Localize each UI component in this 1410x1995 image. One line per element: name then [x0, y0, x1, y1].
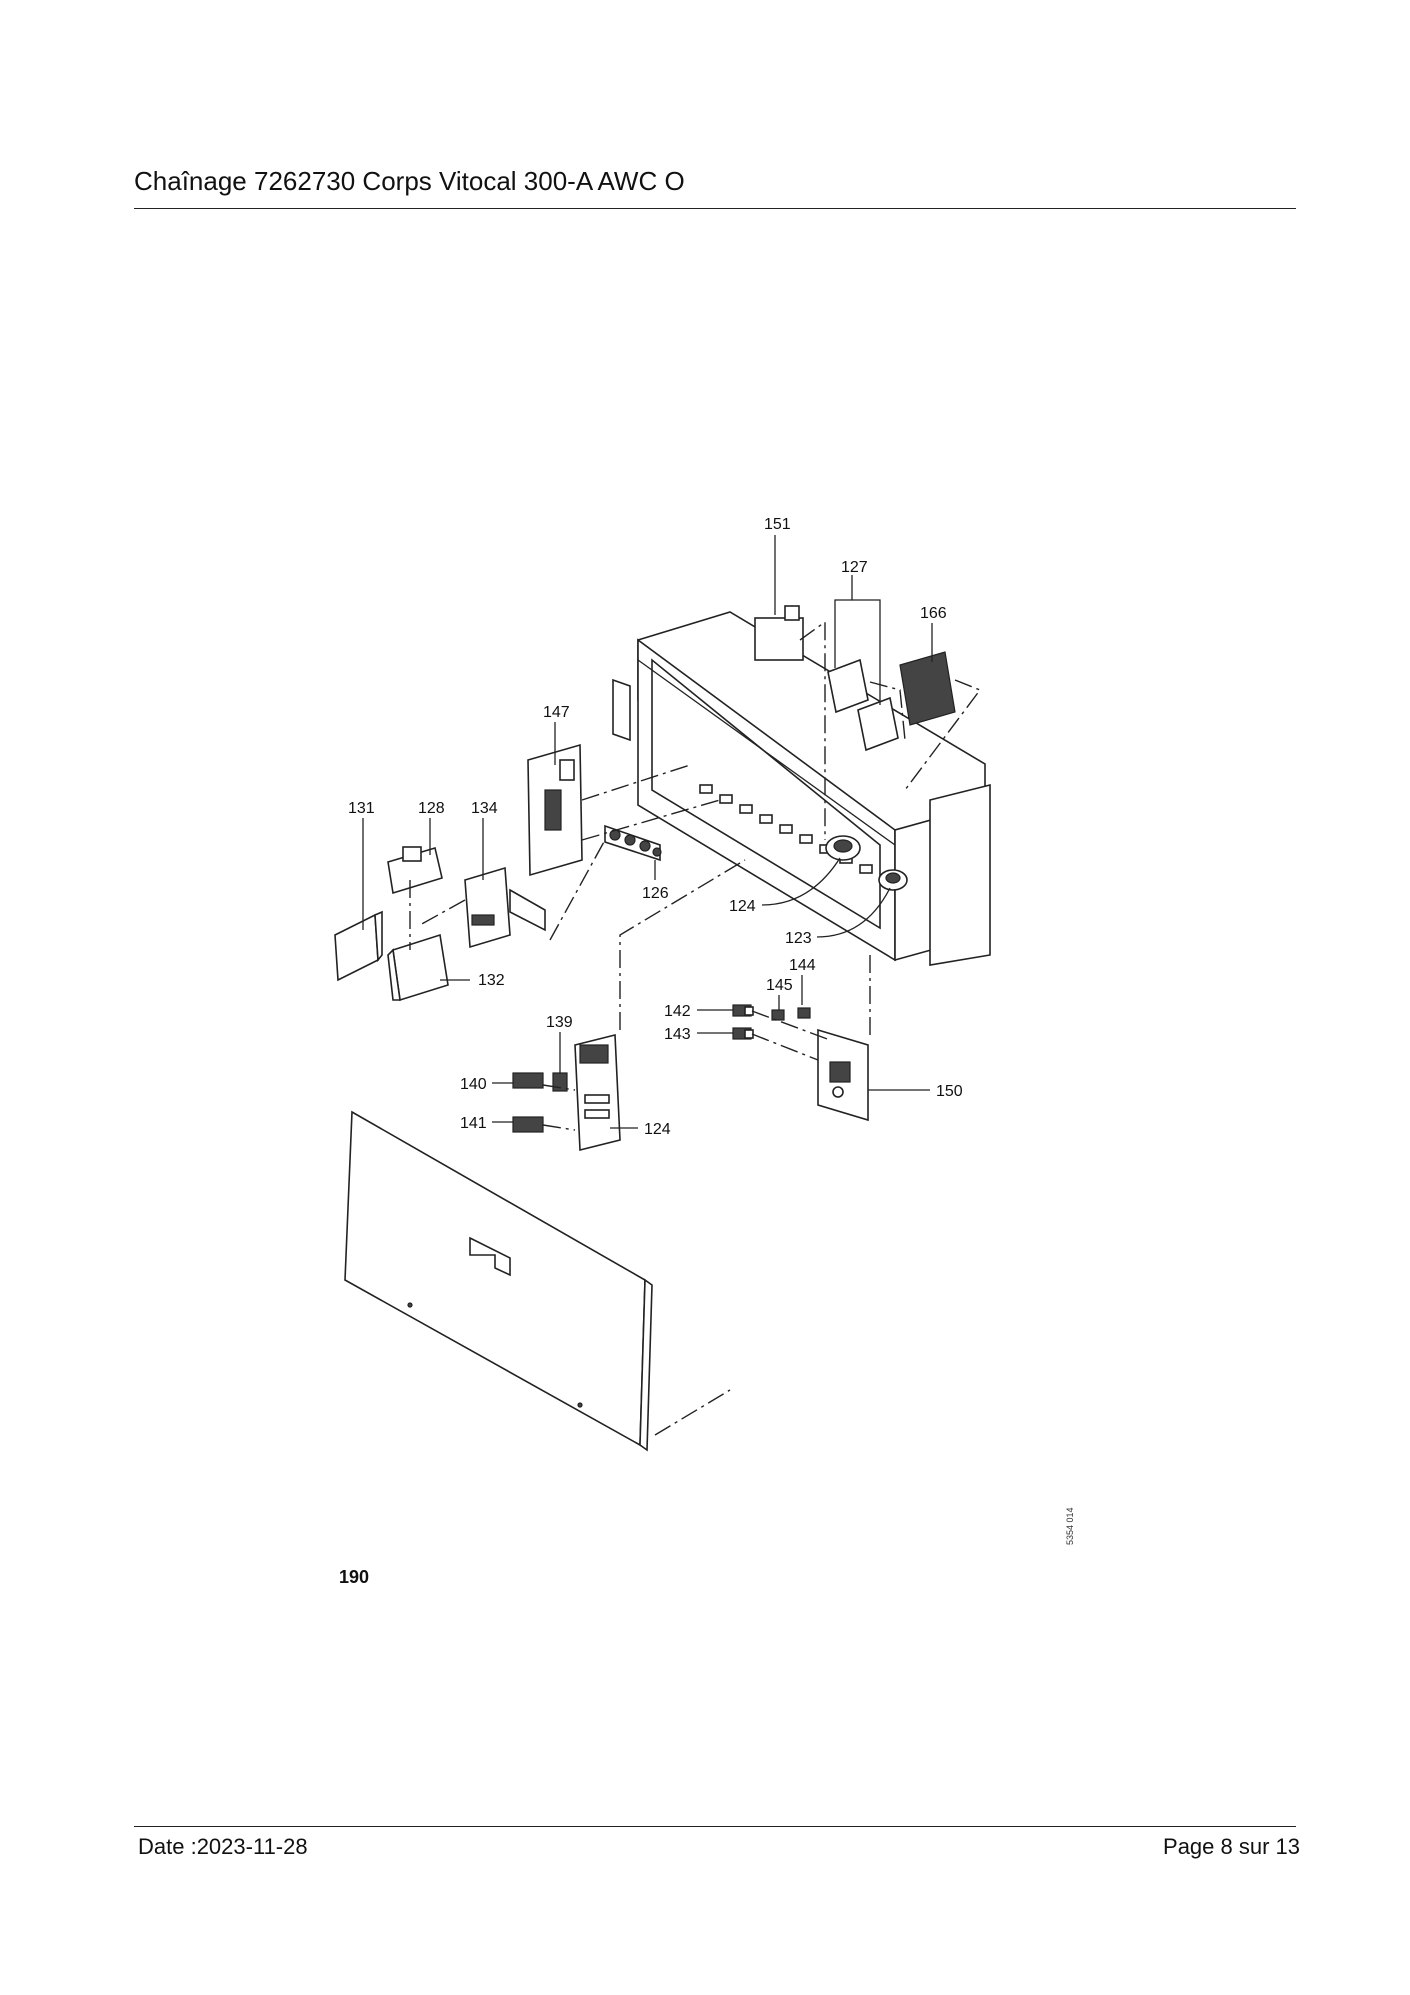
callout-124-lower: 124: [644, 1121, 671, 1138]
callout-126: 126: [642, 885, 669, 902]
callout-124-upper: 124: [729, 898, 756, 915]
callout-134: 134: [471, 800, 498, 817]
part-147-board: [527, 743, 583, 877]
callout-151: 151: [764, 516, 791, 533]
part-128-relay: [387, 846, 443, 895]
part-145-connector: [771, 1009, 785, 1021]
part-151-transformer: [754, 605, 804, 661]
callout-147: 147: [543, 704, 570, 721]
callout-142: 142: [664, 1003, 691, 1020]
footer-date: Date :2023-11-28: [138, 1834, 308, 1859]
callout-150: 150: [936, 1083, 963, 1100]
part-141-connector: [512, 1116, 544, 1133]
callout-144: 144: [789, 957, 816, 974]
callout-labels: 151 127 166 147 131 128 134 126 124 123 …: [339, 516, 1075, 1587]
part-127-terminal-blocks: [827, 658, 899, 752]
part-126-connector-strip: [604, 824, 662, 862]
callout-127: 127: [841, 559, 868, 576]
callout-123: 123: [785, 930, 812, 947]
leader-lines: [362, 535, 933, 1129]
part-142-connector: [732, 1004, 754, 1017]
part-144-connector: [797, 1007, 811, 1019]
part-124-board: [574, 1033, 621, 1152]
part-132-cover: [387, 933, 449, 1002]
callout-143: 143: [664, 1026, 691, 1043]
callout-166: 166: [920, 605, 947, 622]
footer-page-number: Page 8 sur 13: [1163, 1834, 1300, 1859]
part-150-board: [817, 1028, 869, 1122]
callout-145: 145: [766, 977, 793, 994]
part-140-connector: [512, 1072, 544, 1089]
part-123-gland: [878, 869, 908, 891]
callout-131: 131: [348, 800, 375, 817]
part-190-front-panel: [344, 1110, 653, 1452]
part-131-module: [334, 910, 383, 982]
callout-190: 190: [339, 1567, 369, 1587]
part-134-contactor: [464, 866, 546, 949]
callout-139: 139: [546, 1014, 573, 1031]
callout-132: 132: [478, 972, 505, 989]
header-divider: [134, 208, 1296, 209]
housing-box: [612, 611, 991, 966]
page-title: Chaînage 7262730 Corps Vitocal 300-A AWC…: [134, 166, 685, 196]
part-124-gland: [825, 835, 861, 861]
part-166-filter: [899, 651, 956, 726]
callout-141: 141: [460, 1115, 487, 1132]
drawing-number: 5354 014: [1065, 1507, 1075, 1545]
footer-divider: [134, 1826, 1296, 1827]
part-143-connector: [732, 1027, 754, 1040]
callout-128: 128: [418, 800, 445, 817]
callout-140: 140: [460, 1076, 487, 1093]
